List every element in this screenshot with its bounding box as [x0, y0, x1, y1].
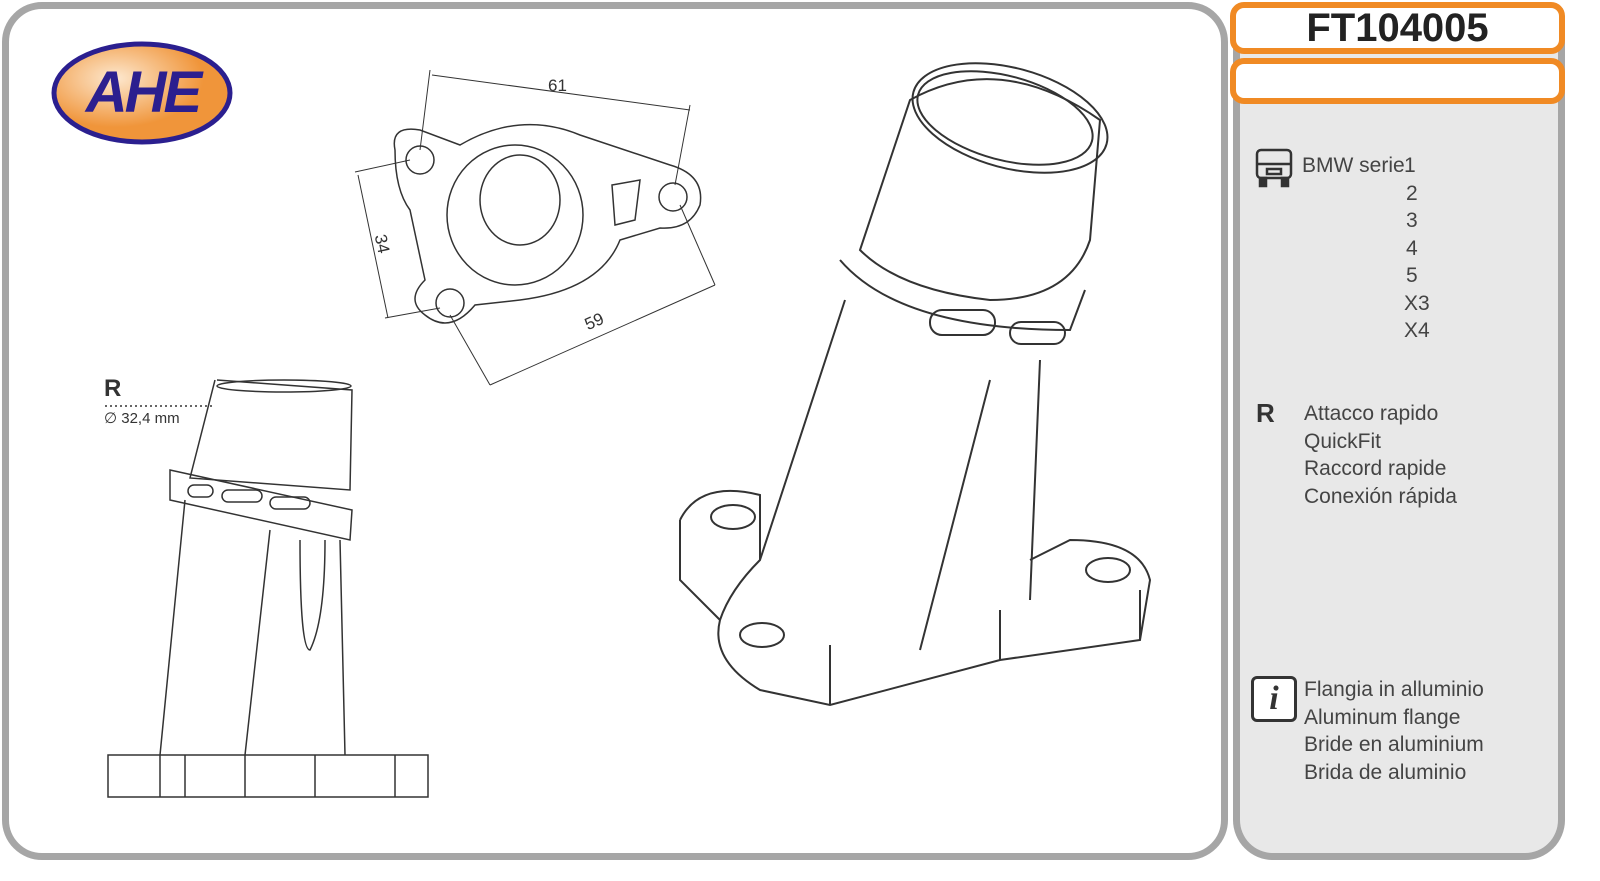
dimension-lines	[354, 69, 716, 386]
connection-line: Raccord rapide	[1304, 457, 1447, 480]
info-line: Bride en aluminium	[1304, 733, 1484, 756]
info-icon: i	[1251, 676, 1297, 722]
iso-view	[679, 62, 1152, 707]
flange-top-view	[393, 123, 702, 324]
quickfit-r-label: R	[104, 375, 122, 402]
info-text: Flangia in alluminio Aluminum flange Bri…	[1304, 676, 1484, 786]
drawing-panel	[2, 2, 1228, 860]
ahe-logo: AHE	[50, 40, 235, 146]
series-item: 2	[1406, 181, 1418, 205]
series-item: 3	[1406, 209, 1418, 232]
series-item: 4	[1406, 236, 1418, 260]
product-code: FT104005	[1230, 2, 1565, 54]
dimension-61: 61	[548, 76, 567, 95]
side-view	[105, 379, 429, 798]
info-line: Brida de aluminio	[1304, 760, 1467, 784]
series-item: X3	[1404, 291, 1430, 315]
connection-line: Attacco rapido	[1304, 402, 1439, 425]
connection-line: Conexión rápida	[1304, 484, 1457, 508]
dimension-34: 34	[370, 232, 394, 256]
quickfit-icon: R	[1256, 398, 1275, 428]
series-item: 1	[1404, 154, 1416, 177]
connection-line: QuickFit	[1304, 429, 1382, 453]
technical-drawing	[105, 62, 1152, 798]
series-item: 5	[1406, 264, 1418, 287]
connection-text: Attacco rapido QuickFit Raccord rapide C…	[1304, 400, 1457, 510]
series-list: 1 2 3 4 5 X3 X4	[1404, 152, 1444, 345]
info-line: Flangia in alluminio	[1304, 678, 1484, 701]
series-item: X4	[1404, 319, 1430, 342]
info-line: Aluminum flange	[1304, 705, 1461, 729]
vehicle-make: BMW serie	[1302, 154, 1405, 177]
logo-text: AHE	[85, 60, 202, 125]
subtitle-box	[1230, 58, 1565, 104]
diameter-label: ∅ 32,4 mm	[104, 410, 180, 427]
vehicle-icon	[1255, 148, 1293, 188]
